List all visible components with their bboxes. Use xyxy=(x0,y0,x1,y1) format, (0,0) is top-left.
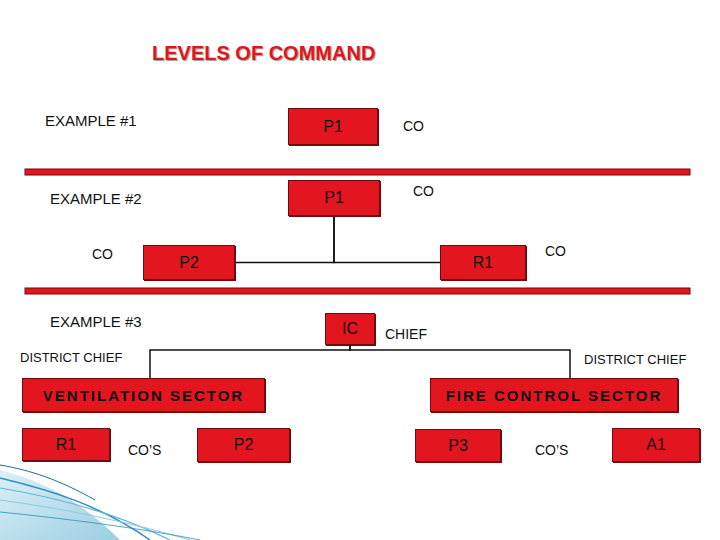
role-label: CO’S xyxy=(535,442,568,458)
role-label: DISTRICT CHIEF xyxy=(584,352,686,367)
separator-bar xyxy=(25,288,690,294)
command-line xyxy=(235,216,334,263)
command-box: A1 xyxy=(612,428,700,462)
unit-code: P1 xyxy=(324,189,344,207)
unit-code: P1 xyxy=(323,118,343,136)
role-label: CO xyxy=(403,118,424,134)
role-label: DISTRICT CHIEF xyxy=(20,350,122,365)
swirl-line xyxy=(0,478,150,540)
sector-box: FIRE CONTROL SECTOR xyxy=(430,378,678,412)
command-line xyxy=(150,345,350,378)
unit-code: A1 xyxy=(646,436,666,454)
example-label: EXAMPLE #3 xyxy=(50,313,142,330)
command-line xyxy=(334,216,440,263)
command-box: R1 xyxy=(22,428,110,461)
command-box: IC xyxy=(325,313,375,345)
role-label: CO’S xyxy=(128,442,161,458)
unit-code: IC xyxy=(342,320,358,338)
command-box: P2 xyxy=(143,245,235,280)
sector-box: VENTILATION SECTOR xyxy=(22,378,265,412)
command-line xyxy=(350,345,570,378)
sector-name: VENTILATION SECTOR xyxy=(43,387,244,404)
sector-name: FIRE CONTROL SECTOR xyxy=(446,387,663,404)
slide-title: LEVELS OF COMMAND xyxy=(152,42,375,65)
role-label: CO xyxy=(545,243,566,259)
unit-code: R1 xyxy=(56,436,76,454)
separator-bar xyxy=(25,169,690,175)
example-label: EXAMPLE #1 xyxy=(45,112,137,129)
example-label: EXAMPLE #2 xyxy=(50,190,142,207)
swirl-line xyxy=(0,512,200,540)
role-label: CO xyxy=(92,246,113,262)
command-box: P1 xyxy=(288,180,380,216)
unit-code: R1 xyxy=(473,254,493,272)
role-label: CO xyxy=(413,183,434,199)
command-box: P2 xyxy=(197,428,290,462)
swirl-line xyxy=(0,500,190,540)
swirl-line xyxy=(0,465,95,500)
command-box: R1 xyxy=(440,245,526,280)
command-box: P3 xyxy=(415,429,501,462)
command-box: P1 xyxy=(288,108,378,145)
role-label: CHIEF xyxy=(385,326,427,342)
unit-code: P2 xyxy=(179,254,199,272)
unit-code: P3 xyxy=(448,437,468,455)
corner-swirl xyxy=(0,470,120,540)
unit-code: P2 xyxy=(234,436,254,454)
